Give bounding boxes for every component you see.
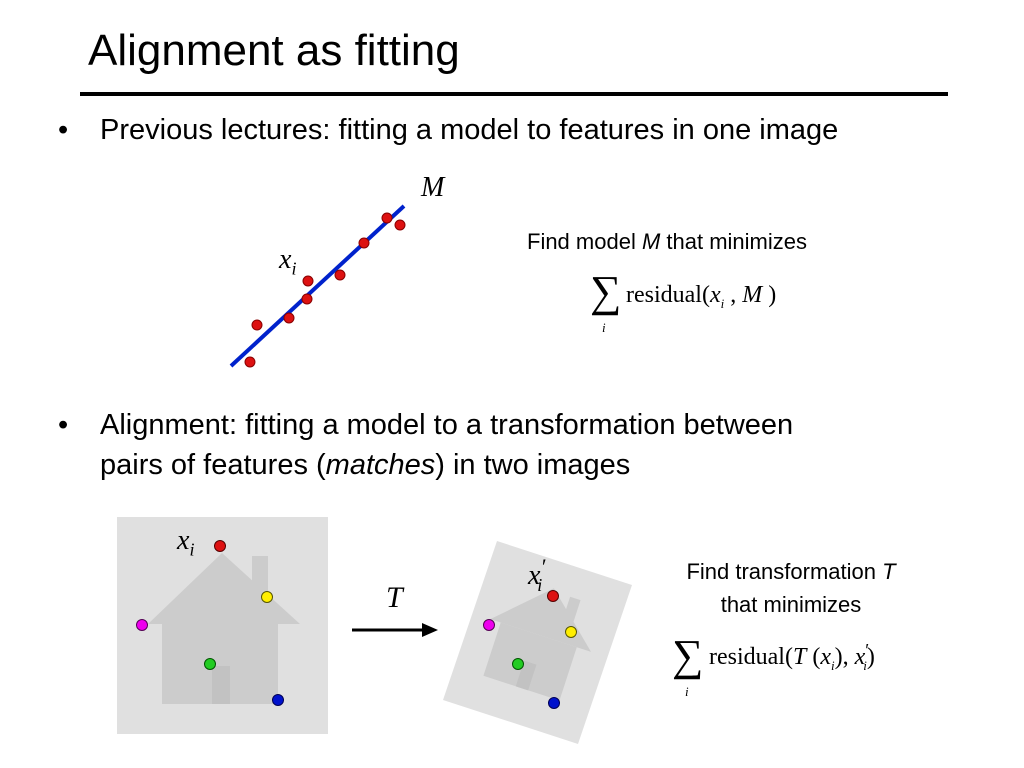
point-label-subscript: i <box>291 258 297 279</box>
point-label-base: x <box>279 244 292 275</box>
expr-close: ) <box>866 644 875 670</box>
sum-index: i <box>685 684 689 699</box>
target-image <box>443 541 632 744</box>
data-point <box>334 269 346 281</box>
expr-sub: i <box>830 657 835 673</box>
expr-prime: ′ <box>865 640 870 660</box>
data-point <box>381 212 393 224</box>
top-caption: Find model M that minimizes <box>527 229 807 255</box>
expr-open: ( <box>806 644 821 670</box>
target-point-label-prime: ′ <box>540 554 546 579</box>
feature-yellow <box>261 591 273 603</box>
source-point-label: xi <box>177 525 194 561</box>
bottom-caption-line1: Find transformation T <box>646 555 936 588</box>
feature-blue <box>548 697 560 709</box>
expr-x: x <box>709 282 721 308</box>
expr-sub: i <box>720 295 725 311</box>
model-label: M <box>421 172 445 203</box>
source-point-label-subscript: i <box>189 539 195 560</box>
data-point <box>302 275 314 287</box>
bullet-emphasis-matches: matches <box>325 449 436 481</box>
data-point <box>283 312 295 324</box>
feature-red <box>214 540 226 552</box>
slide-title: Alignment as fitting <box>88 26 460 75</box>
sum-symbol: ∑ <box>672 631 704 680</box>
data-point <box>244 356 256 368</box>
target-point-label-base: x <box>528 560 541 591</box>
data-points <box>244 212 406 368</box>
expr-mid: ), <box>834 644 855 670</box>
bottom-caption-var: T <box>882 559 896 584</box>
expr-sep: , <box>724 282 743 308</box>
feature-blue <box>272 694 284 706</box>
feature-green <box>512 658 524 670</box>
sum-index: i <box>602 320 606 335</box>
feature-green <box>204 658 216 670</box>
bullet-marker: • <box>58 114 69 146</box>
transformed-house-shape <box>483 588 592 701</box>
point-label: xi <box>279 244 296 280</box>
expr-xp: x <box>854 644 866 670</box>
expr-fn: residual( <box>626 282 710 308</box>
data-point <box>358 237 370 249</box>
data-point <box>301 293 313 305</box>
expr-x: x <box>820 644 831 670</box>
transform-arrow <box>352 623 438 637</box>
expr-sub2: i <box>863 657 867 673</box>
feature-magenta <box>483 619 495 631</box>
bullet-marker: • <box>58 409 69 441</box>
bullet-text: Previous lectures: fitting a model to fe… <box>100 114 839 146</box>
source-image <box>117 517 328 734</box>
top-caption-pre: Find model <box>527 229 642 254</box>
feature-red <box>547 590 559 602</box>
bullet-text-line2: pairs of features (matches) in two image… <box>100 445 630 485</box>
data-point <box>251 319 263 331</box>
house-shape <box>148 553 300 704</box>
feature-yellow <box>565 626 577 638</box>
top-caption-var: M <box>641 229 661 254</box>
residual-expression: residual(T (xi), x′i) <box>709 640 875 674</box>
bottom-caption-line2: that minimizes <box>720 592 862 617</box>
source-point-label-base: x <box>177 525 190 556</box>
expr-close: ) <box>762 282 777 308</box>
fitted-model-line <box>229 204 406 368</box>
data-point <box>394 219 406 231</box>
sum-symbol: ∑ <box>590 267 622 316</box>
feature-magenta <box>136 619 148 631</box>
bullet-text-line2-pre: pairs of features ( <box>100 449 326 481</box>
residual-expression: residual(xi , M ) <box>626 282 776 312</box>
target-point-label: x′i <box>528 554 545 596</box>
target-point-label-subscript: i <box>537 574 543 595</box>
expr-t: T <box>792 644 807 670</box>
title-underline <box>80 92 948 96</box>
top-caption-post: that minimizes <box>660 229 807 254</box>
bullet-text-line2-post: ) in two images <box>435 449 631 481</box>
bottom-caption: Find transformation T that minimizes <box>646 555 936 621</box>
expr-fn: residual( <box>709 644 793 670</box>
bullet-text-line1: Alignment: fitting a model to a transfor… <box>100 409 794 441</box>
expr-m: M <box>742 282 763 308</box>
transform-label: T <box>386 581 403 614</box>
bottom-caption-pre: Find transformation <box>686 559 883 584</box>
